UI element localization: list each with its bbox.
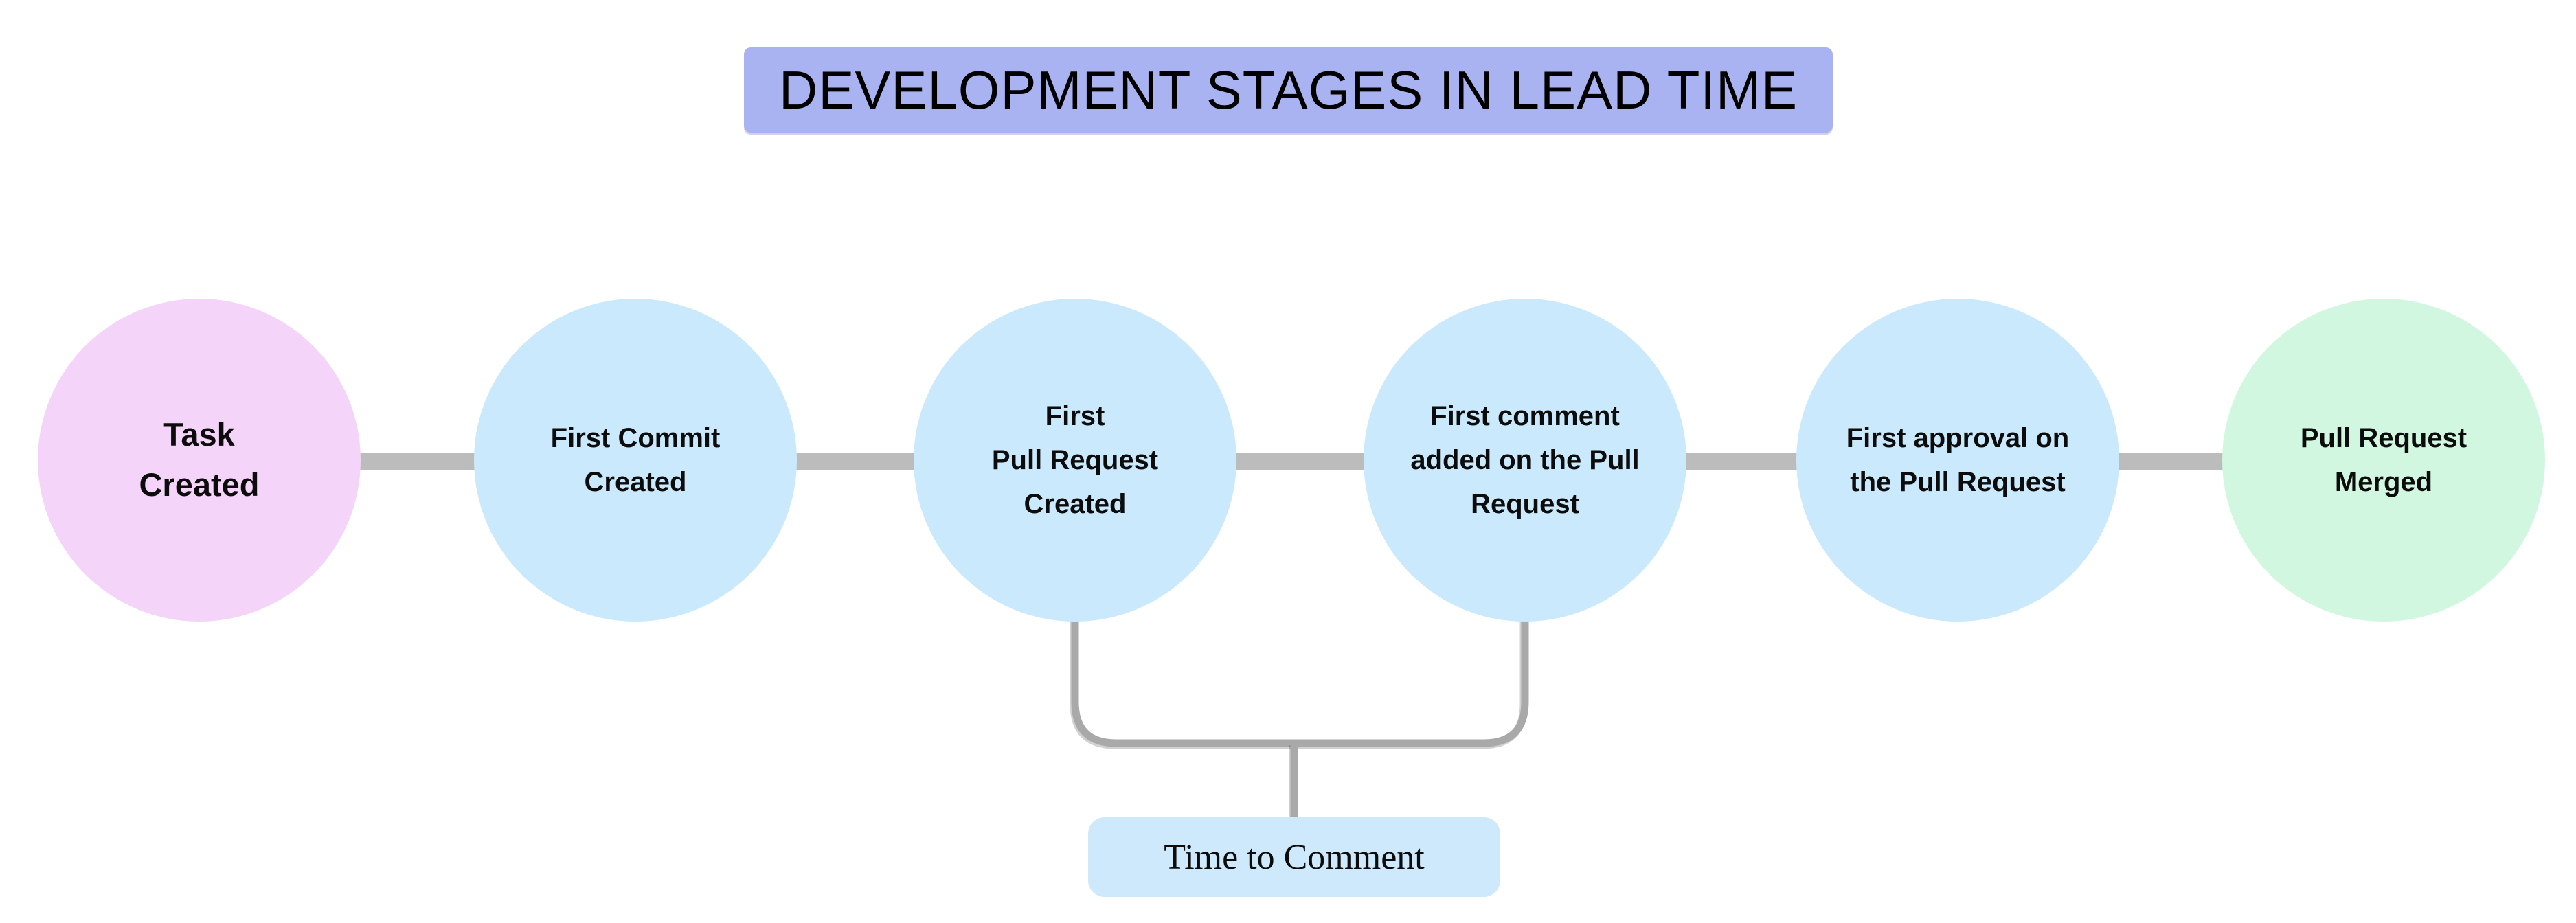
stage-label: First Commit Created xyxy=(550,423,721,497)
diagram-title: DEVELOPMENT STAGES IN LEAD TIME xyxy=(744,47,1833,133)
stage-first-pull-request-created: First Pull Request Created xyxy=(914,299,1236,622)
stage-label: First Pull Request Created xyxy=(991,401,1159,519)
stage-label: First approval on the Pull Request xyxy=(1846,423,2070,497)
stage-label: Task Created xyxy=(139,416,260,503)
stage-first-commit-created: First Commit Created xyxy=(474,299,797,622)
stage-task-created: Task Created xyxy=(38,299,361,622)
stage-pull-request-merged: Pull Request Merged xyxy=(2222,299,2545,622)
bracket-curve xyxy=(1071,617,1529,747)
bracket-stroke-group xyxy=(1071,617,1529,820)
stage-label: Pull Request Merged xyxy=(2300,423,2467,497)
stage-first-comment-added: First comment added on the Pull Request xyxy=(1364,299,1686,622)
stage-label: First comment added on the Pull Request xyxy=(1410,401,1640,519)
stage-first-approval: First approval on the Pull Request xyxy=(1796,299,2119,622)
time-to-comment-label: Time to Comment xyxy=(1088,817,1500,897)
